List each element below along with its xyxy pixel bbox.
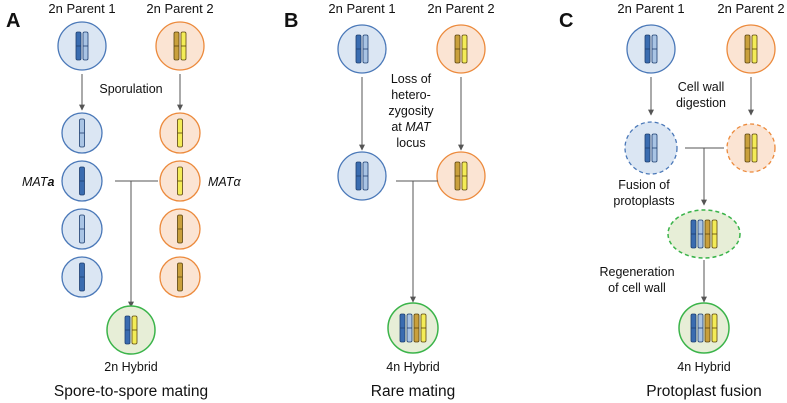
panel-letter-c: C	[559, 10, 573, 32]
svg-text:locus: locus	[396, 136, 425, 150]
panel-c-parent1-label: 2n Parent 1	[617, 1, 684, 16]
panel-a-spore-blue-1	[61, 112, 103, 154]
panel-c-hybrid-cell	[678, 302, 730, 354]
panel-a-mat-a-label: MATa	[22, 175, 54, 189]
panel-b-parent1-label: 2n Parent 1	[328, 1, 395, 16]
panel-c-fusion-label: Fusion of protoplasts	[613, 178, 674, 208]
panel-letter-b: B	[284, 10, 298, 32]
panel-a-spore-blue-2	[61, 160, 103, 202]
panel-a-parent1-cell	[57, 21, 107, 71]
panel-a-result-label: 2n Hybrid	[104, 360, 158, 374]
svg-text:of cell wall: of cell wall	[608, 281, 666, 295]
panel-a-sporulation-label: Sporulation	[99, 82, 162, 96]
panel-b: B 2n Parent 1 2n Parent 2 Loss of hetero…	[284, 1, 495, 400]
panel-a-spore-blue-3	[61, 208, 103, 250]
panel-a-spore-orange-1	[159, 112, 201, 154]
panel-a-parent1-label: 2n Parent 1	[48, 1, 115, 16]
panel-a-hybrid-cell	[106, 305, 156, 355]
panel-b-loh-cell-blue	[337, 151, 387, 201]
panel-c-result-label: 4n Hybrid	[677, 360, 731, 374]
panel-c-digestion-label: Cell wall digestion	[676, 80, 726, 110]
panel-a-spore-orange-4	[159, 256, 201, 298]
panel-a-spore-orange-2	[159, 160, 201, 202]
svg-text:protoplasts: protoplasts	[613, 194, 674, 208]
svg-text:Loss of: Loss of	[391, 72, 432, 86]
svg-text:Regeneration: Regeneration	[599, 265, 674, 279]
panel-c-regeneration-label: Regeneration of cell wall	[599, 265, 674, 295]
panel-a-spore-blue-4	[61, 256, 103, 298]
svg-text:zygosity: zygosity	[388, 104, 434, 118]
panel-a-parent2-cell	[155, 21, 205, 71]
panel-c-parent2-label: 2n Parent 2	[717, 1, 784, 16]
panel-a-spore-orange-3	[159, 208, 201, 250]
svg-text:digestion: digestion	[676, 96, 726, 110]
panel-c-protoplast-blue	[624, 121, 678, 175]
panel-b-caption: Rare mating	[371, 383, 455, 400]
panel-a: A 2n Parent 1 2n Parent 2 Sporulation MA…	[6, 1, 241, 400]
panel-b-loh-cell-orange	[436, 151, 486, 201]
panel-b-parent2-label: 2n Parent 2	[427, 1, 494, 16]
panel-c-parent2-cell	[726, 24, 776, 74]
svg-text:at MAT: at MAT	[391, 120, 432, 134]
panel-b-parent2-cell	[436, 24, 486, 74]
panel-c-caption: Protoplast fusion	[646, 383, 761, 400]
panel-letter-a: A	[6, 10, 20, 32]
panel-b-result-label: 4n Hybrid	[386, 360, 440, 374]
panel-b-hybrid-cell	[387, 302, 439, 354]
panel-c: C 2n Parent 1 2n Parent 2 Cell wall dige…	[559, 1, 785, 400]
panel-c-protoplast-orange	[726, 123, 776, 173]
svg-text:hetero-: hetero-	[391, 88, 431, 102]
svg-text:Fusion of: Fusion of	[618, 178, 670, 192]
panel-b-parent1-cell	[337, 24, 387, 74]
svg-text:Cell wall: Cell wall	[678, 80, 725, 94]
panel-c-fused-protoplast	[667, 209, 741, 259]
panel-c-parent1-cell	[626, 24, 676, 74]
panel-a-parent2-label: 2n Parent 2	[146, 1, 213, 16]
panel-a-caption: Spore-to-spore mating	[54, 383, 208, 400]
panel-b-loh-label: Loss of hetero- zygosity at MAT locus	[388, 72, 434, 150]
panel-a-mat-alpha-label: MATα	[208, 175, 241, 189]
